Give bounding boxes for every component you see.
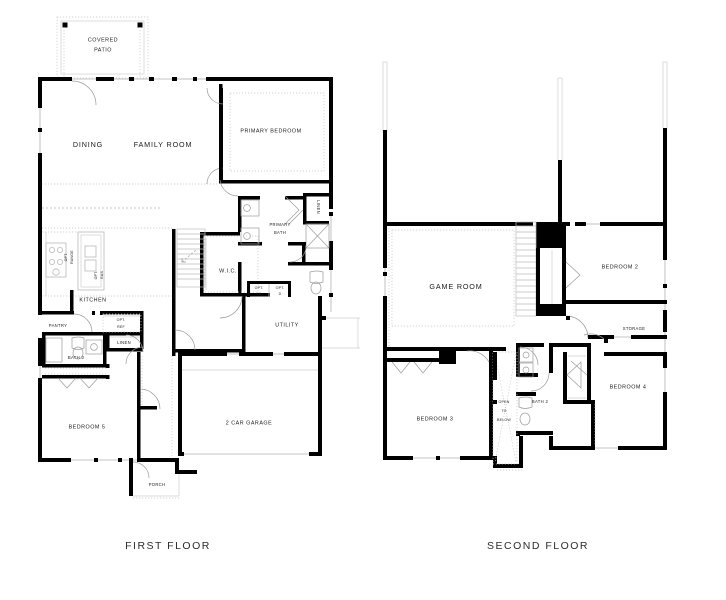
first-floor-caption: FIRST FLOOR <box>125 540 211 552</box>
label-covered-patio-2: PATIO <box>94 47 112 53</box>
label-bath-3: BATH 3 <box>68 355 85 360</box>
label-opt-ref-2: REF <box>117 325 125 329</box>
label-opt-gas-2: GAS <box>100 271 104 280</box>
label-open-to-below-2: TO <box>501 409 506 413</box>
label-bedroom-3: BEDROOM 3 <box>417 416 454 422</box>
label-primary-bath-2: BATH <box>274 230 286 235</box>
label-pantry: PANTRY <box>49 323 67 328</box>
label-bedroom-2: BEDROOM 2 <box>602 264 639 270</box>
label-bedroom-4: BEDROOM 4 <box>610 384 647 390</box>
label-opt-dryer-1: OPT. <box>276 286 285 290</box>
first-floor-exterior-walls <box>38 77 333 499</box>
label-open-to-below-3: BELOW <box>497 418 511 422</box>
label-primary-bath-1: PRIMARY <box>269 222 290 227</box>
label-opt-washer-2: W <box>257 292 261 296</box>
label-kitchen: KITCHEN <box>79 297 106 303</box>
label-opt-washer-1: OPT. <box>255 286 264 290</box>
first-floor-labels: COVERED PATIO DINING FAMILY ROOM PRIMARY… <box>49 37 321 487</box>
label-two-car-garage: 2 CAR GARAGE <box>226 420 272 426</box>
label-family-room: FAMILY ROOM <box>134 140 193 149</box>
label-bedroom-5: BEDROOM 5 <box>69 424 106 430</box>
label-primary-bedroom: PRIMARY BEDROOM <box>240 128 301 134</box>
label-opt-range-1: OPT. <box>64 253 68 262</box>
label-opt-ref-1: OPT. <box>117 318 126 322</box>
label-utility: UTILITY <box>275 322 299 328</box>
second-floor-caption: SECOND FLOOR <box>487 540 589 552</box>
label-dining: DINING <box>73 140 103 149</box>
label-porch: PORCH <box>149 482 166 487</box>
label-storage: STORAGE <box>623 326 646 331</box>
label-wic: W.I.C. <box>219 268 237 274</box>
label-opt-dryer-2: D <box>279 292 282 296</box>
second-floor-exterior-walls <box>383 222 667 471</box>
label-bath-2: BATH 2 <box>532 399 549 404</box>
label-covered-patio-1: COVERED <box>88 37 118 43</box>
second-floor-plan: GAME ROOM BEDROOM 2 STORAGE BEDROOM 4 BA… <box>382 61 668 552</box>
label-linen-bath3: LINEN <box>117 340 131 345</box>
second-floor-upper-walls <box>382 61 668 234</box>
label-opt-gas-1: OPT. <box>94 271 98 280</box>
first-floor-plan: COVERED PATIO DINING FAMILY ROOM PRIMARY… <box>38 16 360 552</box>
label-open-to-below-1: OPEN <box>499 400 510 404</box>
label-linen-primary: LINEN <box>316 200 321 214</box>
label-game-room: GAME ROOM <box>429 282 482 291</box>
first-floor-interior-walls <box>42 80 360 479</box>
label-opt-range-2: RANGE <box>70 250 74 264</box>
second-floor-interior-walls <box>383 221 667 465</box>
covered-patio-outline <box>56 16 149 79</box>
second-floor-labels: GAME ROOM BEDROOM 2 STORAGE BEDROOM 4 BA… <box>417 264 647 422</box>
